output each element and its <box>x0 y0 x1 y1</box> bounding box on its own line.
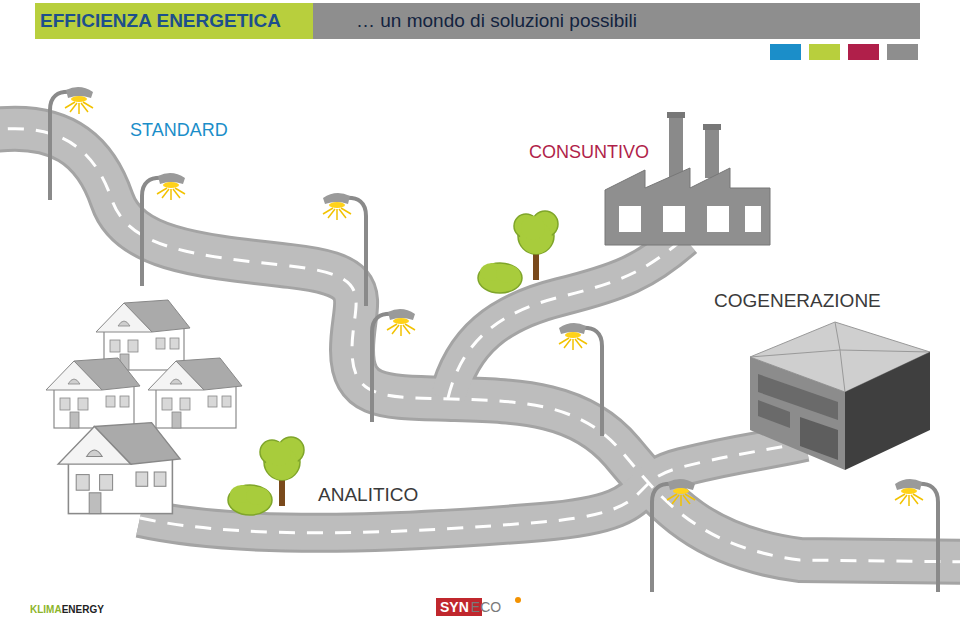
street-lamp <box>895 479 938 592</box>
cogeneration-building <box>750 322 930 470</box>
factory <box>605 112 770 245</box>
color-square <box>848 44 879 60</box>
street-lamp <box>652 479 695 592</box>
brand-name: KLIMA <box>30 604 62 616</box>
color-square <box>770 44 801 60</box>
road-label: STANDARD <box>128 120 230 141</box>
bush <box>228 485 272 515</box>
street-lamp <box>142 173 185 286</box>
roads <box>0 129 960 562</box>
brand-name: ENERGY <box>62 604 104 616</box>
logo-dot <box>515 597 521 603</box>
color-square <box>809 44 840 60</box>
street-lamp <box>323 193 366 306</box>
road-label: COGENERAZIONE <box>712 290 883 312</box>
subtitle: … un mondo di soluzioni possibili <box>356 10 637 32</box>
street-lamp <box>50 87 93 200</box>
page-title: EFFICIENZA ENERGETICA <box>40 10 281 32</box>
road-label: ANALITICO <box>316 484 420 506</box>
title-bar <box>35 3 313 39</box>
subtitle-bar <box>313 3 920 39</box>
tree <box>514 211 558 280</box>
road-label: CONSUNTIVO <box>527 142 651 163</box>
street-lamp <box>559 323 602 436</box>
bush <box>478 263 522 293</box>
street-lamp <box>372 309 415 422</box>
house <box>148 358 242 428</box>
logo-text: SYN <box>440 599 469 615</box>
color-square <box>887 44 918 60</box>
house <box>46 358 140 428</box>
logo-text: ECO <box>471 599 501 615</box>
house <box>58 423 180 514</box>
